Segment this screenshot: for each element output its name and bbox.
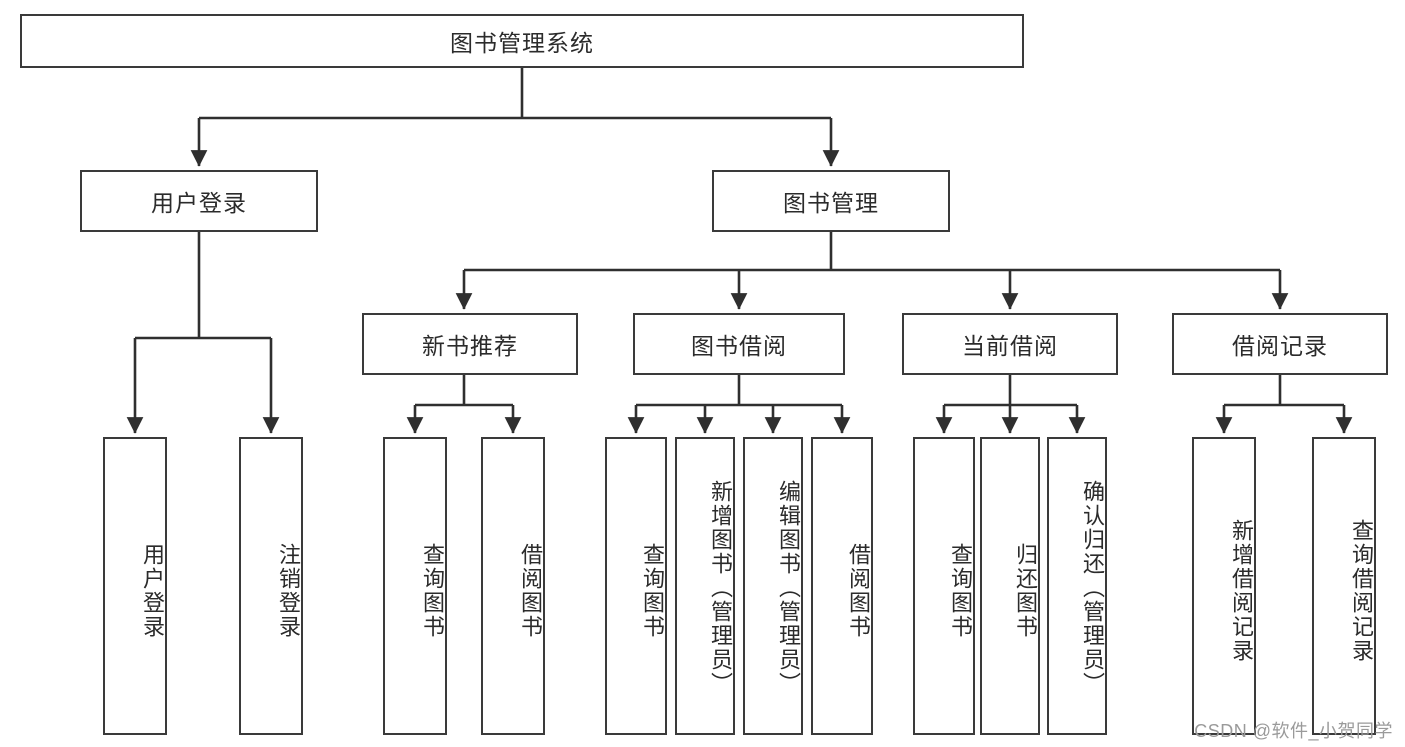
leaf-book-borrow-borrow[interactable]: 借阅图书: [811, 437, 873, 735]
node-label: 注销登录: [276, 543, 301, 639]
node-label: 新增图书（管理员）: [708, 480, 733, 696]
node-label: 图书管理: [783, 190, 879, 216]
leaf-user-login-logout[interactable]: 注销登录: [239, 437, 303, 735]
leaf-new-book-query[interactable]: 查询图书: [383, 437, 447, 735]
node-book-management[interactable]: 图书管理: [712, 170, 950, 232]
leaf-book-borrow-query[interactable]: 查询图书: [605, 437, 667, 735]
node-new-book-recommend[interactable]: 新书推荐: [362, 313, 578, 375]
leaf-new-book-borrow[interactable]: 借阅图书: [481, 437, 545, 735]
node-label: 查询图书: [640, 543, 665, 639]
node-book-borrow[interactable]: 图书借阅: [633, 313, 845, 375]
node-current-borrow[interactable]: 当前借阅: [902, 313, 1118, 375]
node-label: 确认归还（管理员）: [1080, 480, 1105, 696]
node-label: 查询图书: [948, 543, 973, 639]
csdn-watermark: CSDN @软件_小贺同学: [1194, 721, 1393, 741]
node-borrow-record[interactable]: 借阅记录: [1172, 313, 1388, 375]
node-label: 新增借阅记录: [1229, 519, 1254, 663]
node-label: 查询图书: [420, 543, 445, 639]
node-label: 归还图书: [1013, 543, 1038, 639]
node-user-login[interactable]: 用户登录: [80, 170, 318, 232]
node-label: 查询借阅记录: [1349, 519, 1374, 663]
node-label: 借阅图书: [846, 543, 871, 639]
node-label: 编辑图书（管理员）: [776, 480, 801, 696]
node-label: 当前借阅: [962, 333, 1058, 359]
leaf-borrow-record-query[interactable]: 查询借阅记录: [1312, 437, 1376, 735]
leaf-current-borrow-confirm-admin[interactable]: 确认归还（管理员）: [1047, 437, 1107, 735]
leaf-current-borrow-query[interactable]: 查询图书: [913, 437, 975, 735]
leaf-user-login-login[interactable]: 用户登录: [103, 437, 167, 735]
node-label: 图书借阅: [691, 333, 787, 359]
node-label: 用户登录: [140, 543, 165, 639]
leaf-book-borrow-add-admin[interactable]: 新增图书（管理员）: [675, 437, 735, 735]
node-label: 图书管理系统: [450, 30, 594, 56]
leaf-borrow-record-add[interactable]: 新增借阅记录: [1192, 437, 1256, 735]
node-root-system[interactable]: 图书管理系统: [20, 14, 1024, 68]
node-label: 用户登录: [151, 190, 247, 216]
node-label: 借阅记录: [1232, 333, 1328, 359]
node-label: 借阅图书: [518, 543, 543, 639]
leaf-book-borrow-edit-admin[interactable]: 编辑图书（管理员）: [743, 437, 803, 735]
leaf-current-borrow-return[interactable]: 归还图书: [980, 437, 1040, 735]
node-label: 新书推荐: [422, 333, 518, 359]
